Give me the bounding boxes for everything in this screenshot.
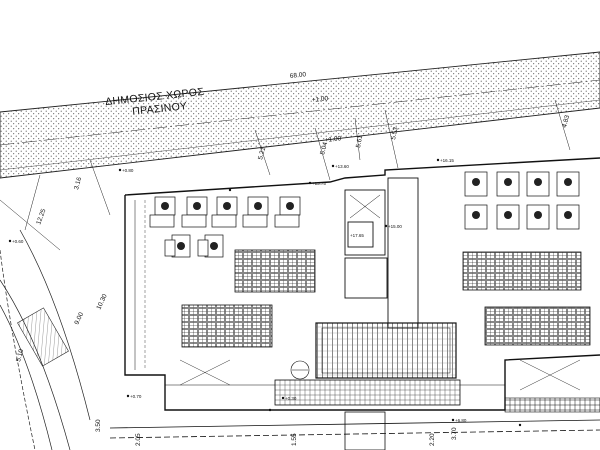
dim-5-04: 5.04 [319, 141, 329, 155]
level-plus-6-80: +6.80 [455, 418, 467, 423]
level-marker-symbols [8, 158, 522, 427]
hatched-ramp [17, 307, 69, 367]
dim-10-30: 10.30 [95, 293, 108, 311]
dim-plus-1-00: +1.00 [311, 95, 328, 104]
level-plus-13-60: +13.60 [335, 164, 349, 169]
public-green-area [0, 51, 600, 179]
dim-12-25: 12.25 [35, 208, 47, 226]
dim-3-50: 3.50 [95, 419, 102, 432]
dim-68-00: 68.00 [289, 71, 306, 80]
level-plus-0-80: +0.80 [122, 168, 134, 173]
green-area-title-line2: ΠΡΑΣΙΝΟΥ [132, 100, 188, 118]
dim-5-53: 5.53 [390, 126, 400, 140]
dim-3-70: 3.70 [451, 427, 458, 440]
level-plus-0-60: +0.60 [12, 239, 24, 244]
lower-terrace [165, 360, 600, 413]
mechanical-grille [315, 322, 457, 379]
dim-9-00: 9.00 [73, 311, 85, 326]
level-plus-0-30: +0.30 [285, 396, 297, 401]
ac-units-right [464, 171, 580, 230]
dim-plus-1-00-b: +1.00 [324, 135, 341, 144]
level-plus-17-65: +17.65 [350, 233, 364, 238]
solar-panels [181, 249, 591, 348]
property-survey-lines [0, 99, 571, 251]
dim-4-83: 4.83 [561, 114, 571, 128]
level-plus-0-70: +0.70 [130, 394, 142, 399]
dim-3-16: 3.16 [73, 176, 83, 190]
dim-5-61: 5.61 [355, 134, 364, 148]
dim-1-55: 1.55 [291, 433, 298, 446]
bottom-edge [109, 411, 600, 450]
dim-5-21: 5.21 [257, 146, 267, 160]
level-plus-13-75: +13.75 [312, 181, 326, 186]
central-core [344, 177, 419, 329]
dim-5-10: 5.10 [15, 348, 25, 362]
access-road-curves [0, 229, 91, 450]
level-plus-15-00: +15.00 [388, 224, 402, 229]
level-plus-16-15: +16.15 [440, 158, 454, 163]
dim-2-20: 2.20 [429, 433, 436, 446]
building-outline [124, 157, 600, 411]
level-annotations: +0.60 +0.80 +13.75 +13.60 +15.00 +17.65 … [12, 158, 467, 423]
slab-markers [179, 359, 581, 391]
band-dimensions: 68.00 +1.00 +1.00 [289, 71, 341, 144]
dim-2-05: 2.05 [135, 433, 142, 446]
ac-units-left [149, 196, 301, 258]
